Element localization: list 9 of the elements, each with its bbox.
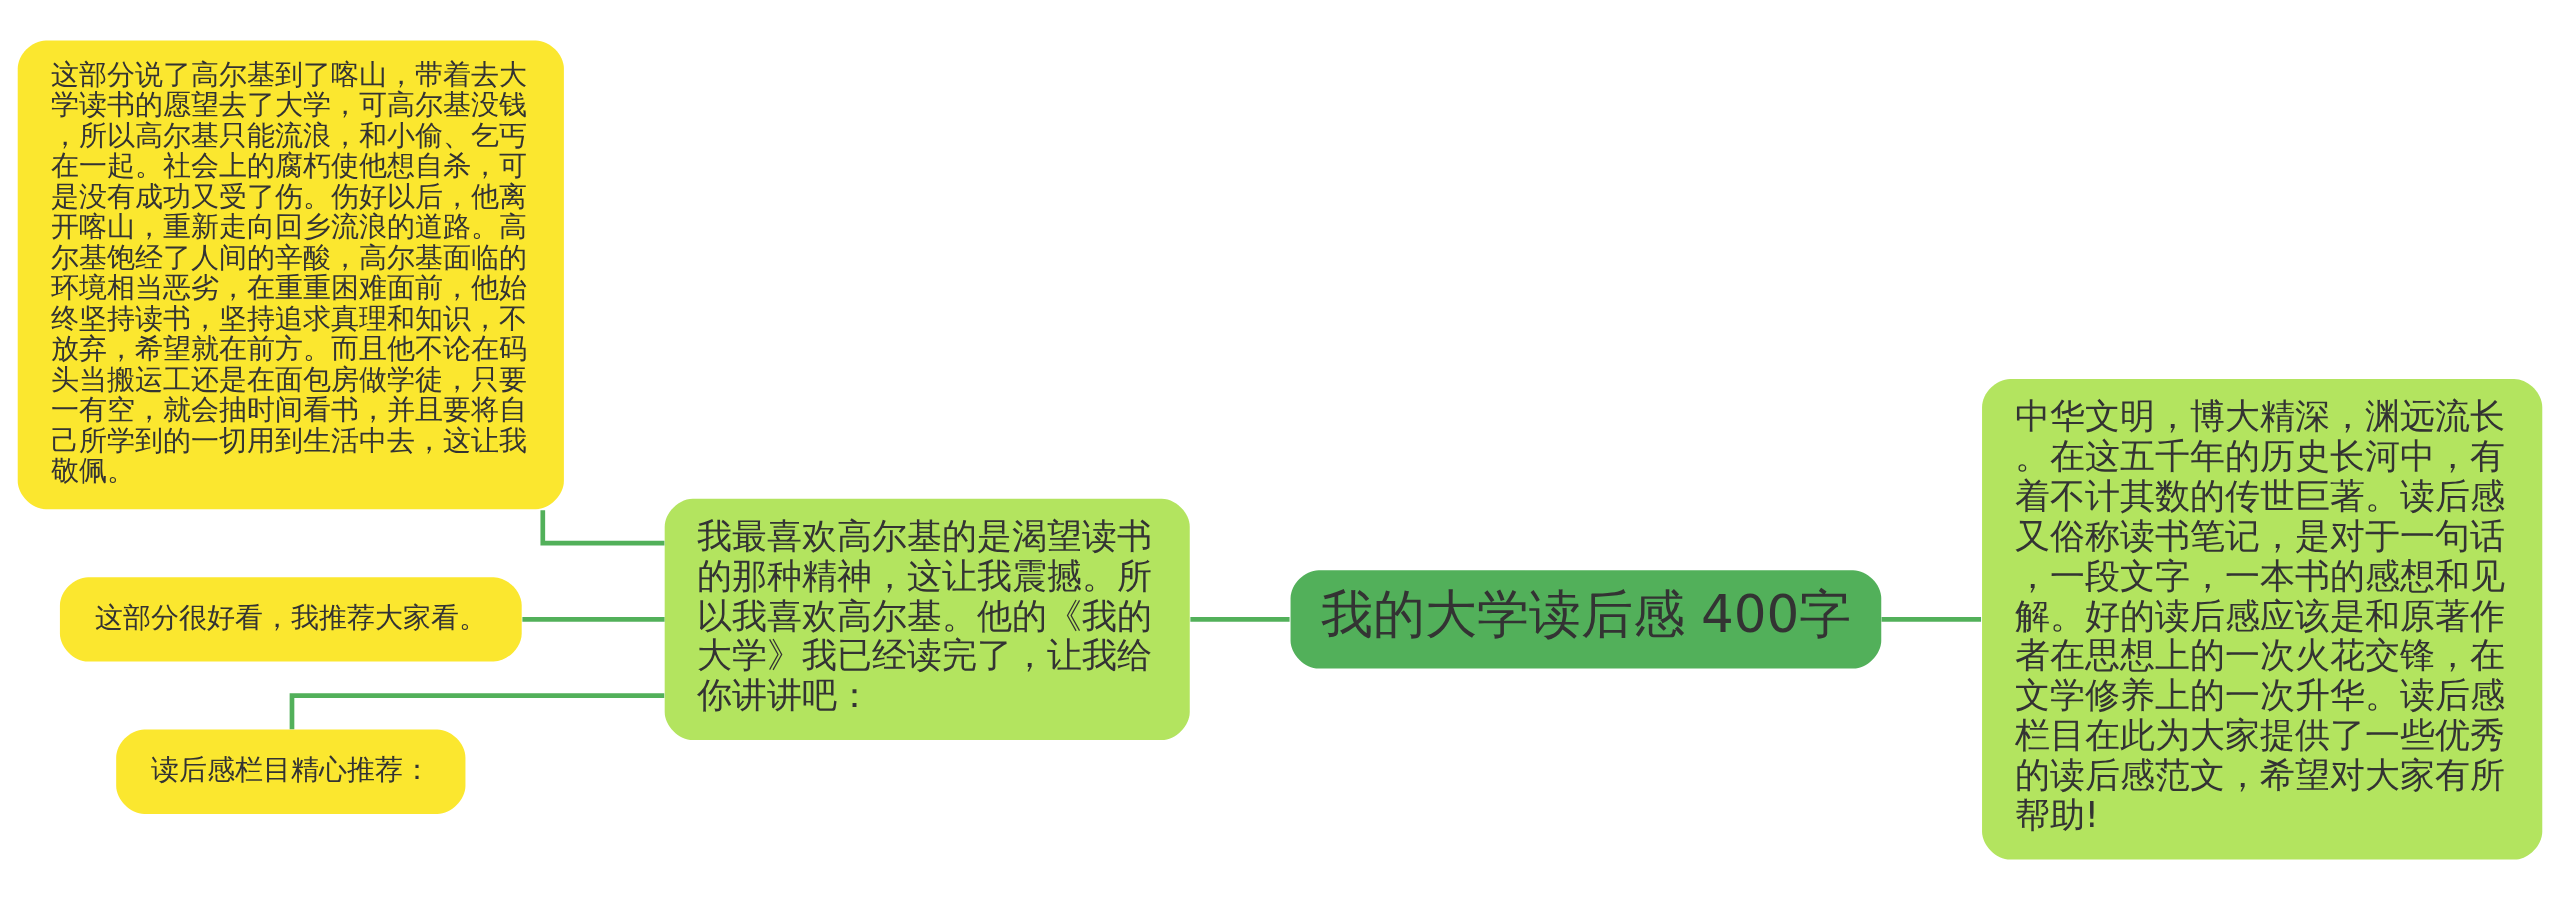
node-box: 读后感栏目精心推荐： [116,729,466,814]
node-box: 我最喜欢高尔基的是渴望读书的那种精神，这让我震撼。所以我喜欢高尔基。他的《我的大学》我已经读完了，让我给你讲讲吧： [664,498,1190,740]
connector [522,616,665,622]
node-box: 中华文明，博大精深，渊远流长。在这五千年的历史长河中，有着不计其数的传世巨著。读后感又俗称读书笔记，是对于一句话，一段文字，一本书的感想和见解。好的读后感应该是和原著作者在思想上的一次火花交锋，在文学修养上的一次升华。读后感栏目在此为大家提供了一些优秀的读后感范文，希望对大家有所帮助! [1982,378,2543,860]
node-box: 这部分很好看，我推荐大家看。 [59,576,522,662]
node-box: 我的大学读后感 400字 [1290,569,1882,669]
node-box: 这部分说了高尔基到了喀山，带着去大学读书的愿望去了大学，可高尔基没钱，所以高尔基只能流浪，和小偷、乞丐在一起。社会上的腐朽使他想自杀，可是没有成功又受了伤。伤好以后，他离开喀山，重新走向回乡流浪的道路。高尔基饱经了人间的辛酸，高尔基面临的环境相当恶劣，在重重困难面前，他始终坚持读书，坚持追求真理和知识，不放弃，希望就在前方。而且他不论在码头当搬运工还是在面包房做学徒，只要一有空，就会抽时间看书，并且要将自己所学到的一切用到生活中去，这让我敬佩。 [17,39,564,509]
connector [1190,616,1290,622]
connector [1881,616,1982,622]
